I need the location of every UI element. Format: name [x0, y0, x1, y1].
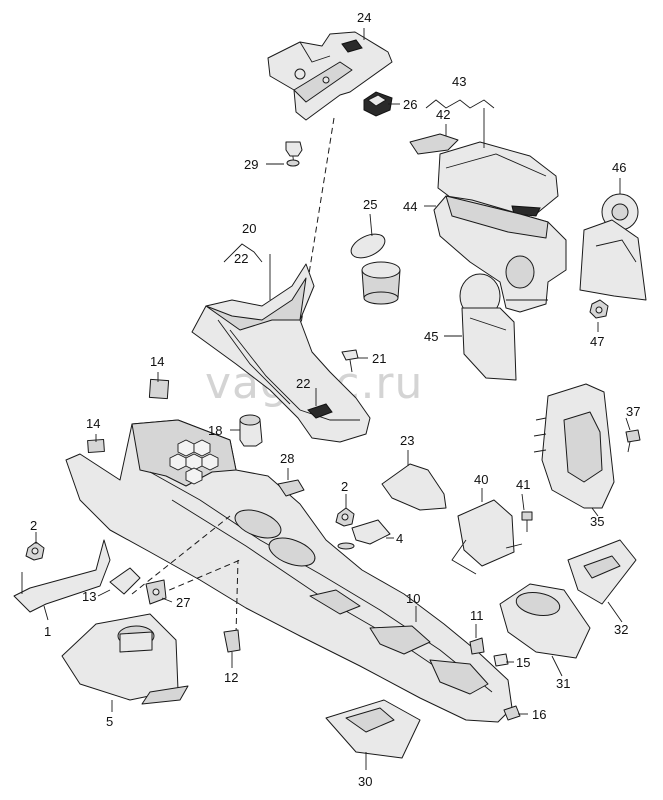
callout-29: 29 [244, 157, 258, 172]
part-25-cup-insert [350, 233, 401, 305]
callout-42: 42 [436, 107, 450, 122]
part-4-bracket [337, 519, 391, 550]
callout-43: 43 [452, 74, 466, 89]
part-45-cover [459, 273, 517, 381]
part-14-label-a [148, 378, 170, 400]
part-32-tray [567, 539, 637, 605]
callout-37: 37 [626, 404, 640, 419]
part-5-gear-lever-boot [61, 613, 189, 705]
part-47-nut [589, 299, 609, 319]
part-37-screw [625, 429, 641, 453]
callout-labels: 24 26 29 20 22 25 43 42 44 45 46 47 21 2… [30, 10, 640, 789]
callout-14-top: 14 [150, 354, 164, 369]
leader-lines [35, 28, 631, 770]
part-13-clip [109, 567, 141, 595]
callout-40: 40 [474, 472, 488, 487]
callout-2-center: 2 [341, 479, 348, 494]
callout-30: 30 [358, 774, 372, 789]
callout-2-left: 2 [30, 518, 37, 533]
part-12-clip [223, 629, 241, 653]
callout-21: 21 [372, 351, 386, 366]
part-11-clip [469, 637, 485, 655]
part-26-grommet [363, 91, 393, 117]
part-40-bracket [451, 499, 523, 575]
part-31-trim-cover [499, 583, 591, 659]
callout-41: 41 [516, 477, 530, 492]
part-42-pad [409, 133, 459, 155]
part-23-cover [381, 463, 447, 511]
part-41-screw [521, 511, 533, 532]
callout-11: 11 [470, 608, 484, 623]
callout-16: 16 [532, 707, 546, 722]
callout-10: 10 [406, 591, 420, 606]
callout-14-left: 14 [86, 416, 100, 431]
callout-15: 15 [516, 655, 530, 670]
callout-27: 27 [176, 595, 190, 610]
part-29-screw [285, 141, 303, 167]
callout-1: 1 [44, 624, 51, 639]
callout-46: 46 [612, 160, 626, 175]
callout-45: 45 [424, 329, 438, 344]
part-1-bracket [13, 539, 111, 613]
callout-18: 18 [208, 423, 222, 438]
part-20-trim-panel [191, 263, 371, 443]
part-2-nut-a [25, 541, 45, 561]
callout-23: 23 [400, 433, 414, 448]
callout-22-top: 22 [234, 251, 248, 266]
part-27-clip [145, 579, 167, 605]
part-35-trim-panel [533, 383, 615, 509]
part-46-cover [579, 193, 647, 301]
callout-12: 12 [224, 670, 238, 685]
part-30-cover [325, 699, 421, 759]
callout-44: 44 [403, 199, 417, 214]
callout-22-bottom: 22 [296, 376, 310, 391]
callout-35: 35 [590, 514, 604, 529]
callout-26: 26 [403, 97, 417, 112]
callout-47: 47 [590, 334, 604, 349]
callout-24: 24 [357, 10, 371, 25]
part-28-cover [277, 479, 305, 497]
callout-31: 31 [556, 676, 570, 691]
part-15-screw [493, 653, 509, 667]
part-18-socket [239, 414, 263, 447]
callout-20: 20 [242, 221, 256, 236]
part-16-clip [503, 705, 521, 721]
callout-4: 4 [396, 531, 403, 546]
callout-25: 25 [363, 197, 377, 212]
callout-13: 13 [82, 589, 96, 604]
callout-28: 28 [280, 451, 294, 466]
part-10-center-console [65, 419, 513, 723]
part-44-armrest [433, 195, 567, 313]
part-24-storage-tray [267, 31, 393, 121]
callout-5: 5 [106, 714, 113, 729]
callout-32: 32 [614, 622, 628, 637]
part-2-nut-b [335, 507, 355, 527]
